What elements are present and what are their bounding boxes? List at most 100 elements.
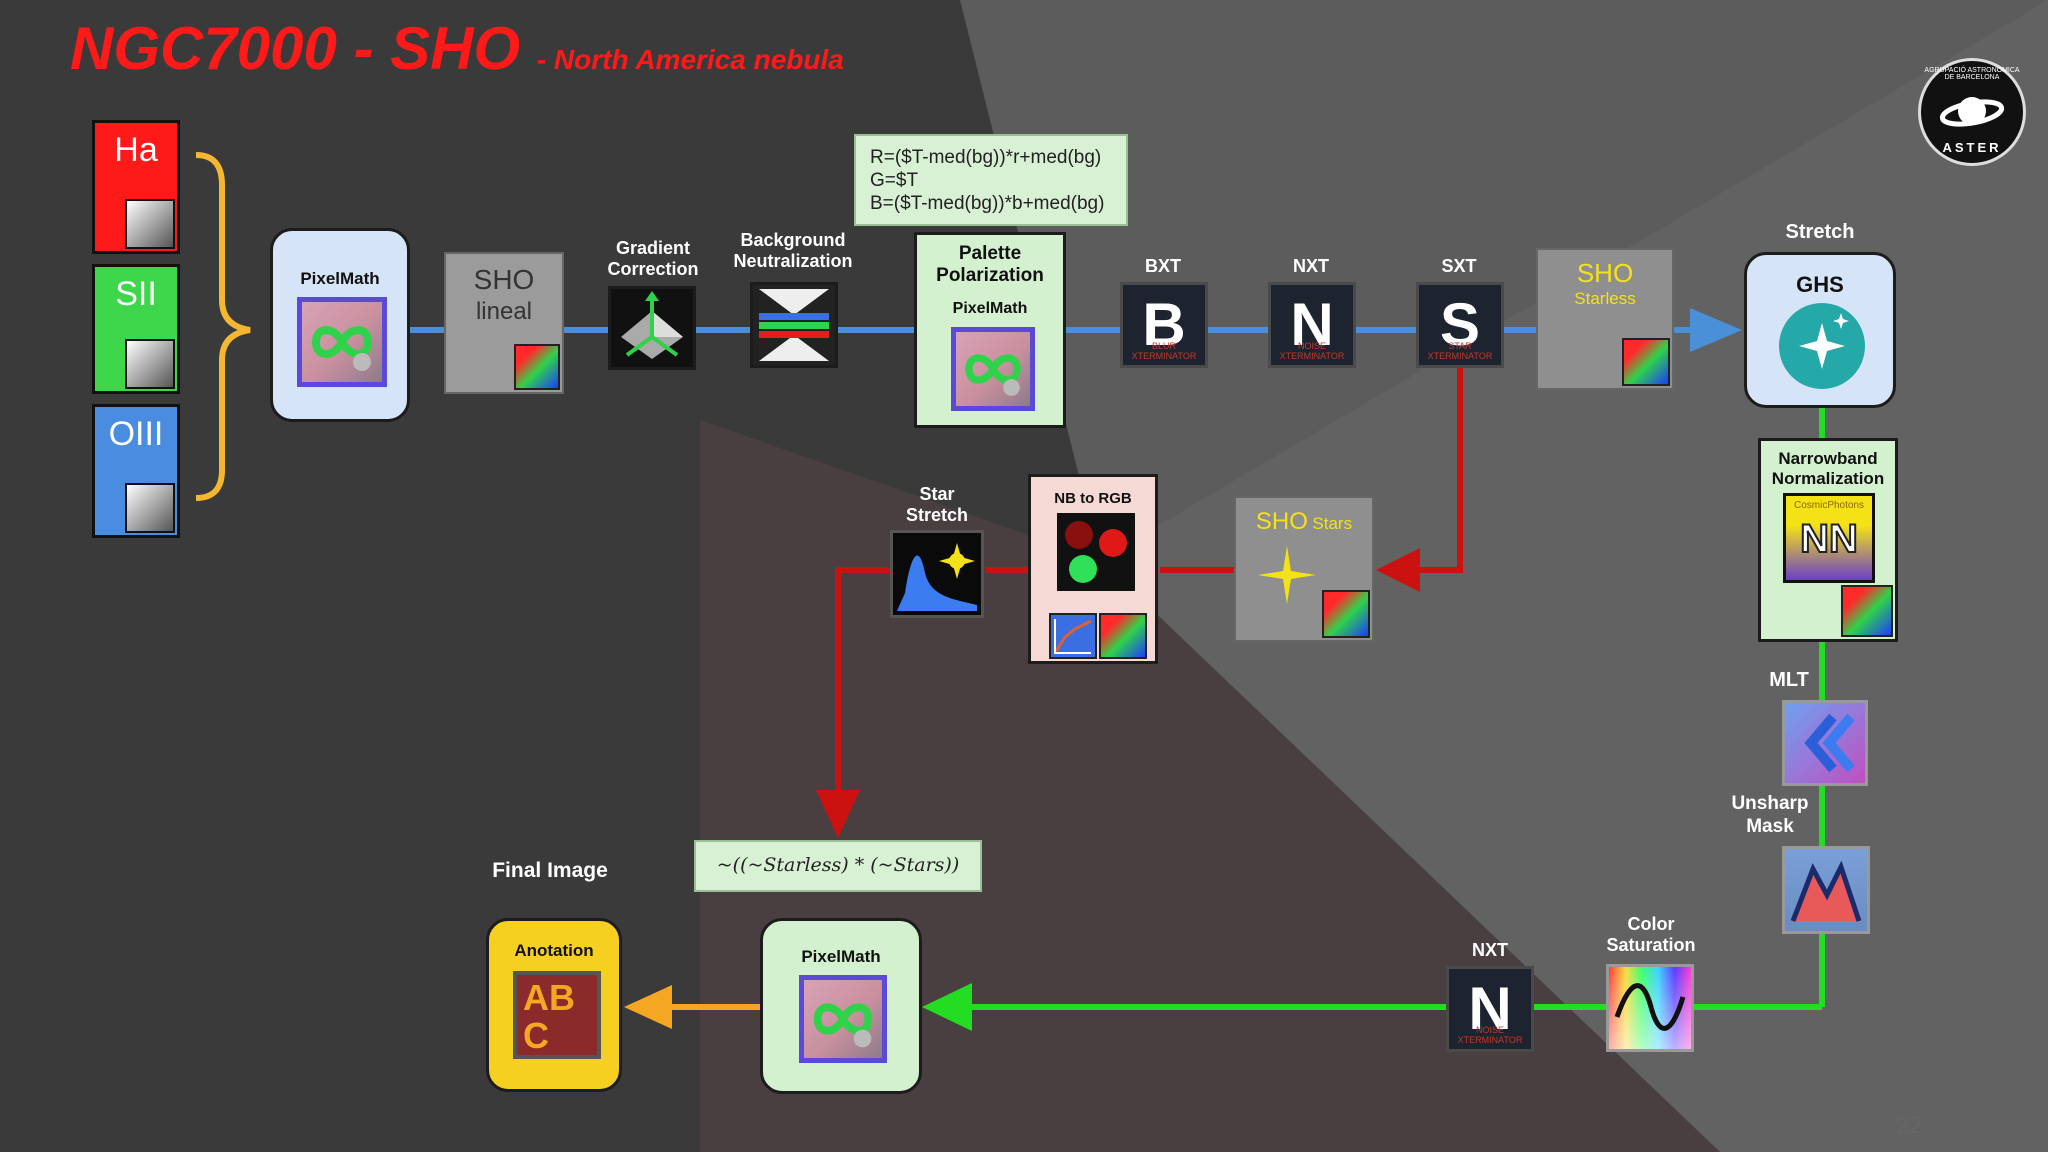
color-thumbnail <box>1322 590 1370 638</box>
sxt-label: SXT <box>1441 256 1477 276</box>
title-sub: - North America nebula <box>536 44 844 75</box>
blue-arrow-head <box>1690 308 1742 352</box>
channel-ha-thumbnail <box>125 199 175 249</box>
palette-polarization-node[interactable]: Palette Polarization PixelMath <box>914 232 1066 428</box>
nb-norm-line2: Normalization <box>1771 469 1885 488</box>
channel-ha-label: Ha <box>114 131 158 169</box>
stretch-label: Stretch <box>1785 221 1855 243</box>
ghs-label: GHS <box>1796 272 1844 297</box>
formula-r: R=($T-med(bg))*r+med(bg) <box>870 147 1102 168</box>
channel-oiii-thumbnail <box>125 483 175 533</box>
channel-ha: Ha <box>92 120 180 254</box>
palette-line2: Polarization <box>936 265 1044 286</box>
channel-sii-thumbnail <box>125 339 175 389</box>
green-arrow-head <box>922 983 972 1031</box>
sho-starless-line2: Starless <box>1574 289 1636 308</box>
anotation-icon: ABC <box>513 971 601 1059</box>
combine-formula: ~((~Starless) * (~Stars)) <box>694 840 982 892</box>
palette-formula: R=($T-med(bg))*r+med(bg) G=$T B=($T-med(… <box>854 134 1128 226</box>
channel-sii: SII <box>92 264 180 394</box>
bxt-glyph: B <box>1142 291 1186 358</box>
ghs-node[interactable]: GHS <box>1744 252 1896 408</box>
pixelmath-icon <box>799 975 887 1063</box>
nn-icon: CosmicPhotons NN <box>1783 493 1875 583</box>
sxt-glyph: S <box>1439 291 1481 358</box>
curves-icon <box>1049 613 1097 659</box>
unsharp-mask-icon[interactable] <box>1782 846 1870 934</box>
channel-oiii-label: OIII <box>108 415 164 453</box>
nxt-label: NXT <box>1293 256 1329 276</box>
logo-text: AGRUPACIÓ ASTRONÒMICA DE BARCELONA <box>1924 67 2020 81</box>
slide-title: NGC7000 - SHO - North America nebula <box>70 14 844 83</box>
pixelmath-1-label: PixelMath <box>300 269 380 288</box>
sho-lineal-node[interactable]: SHO lineal <box>444 252 564 394</box>
mlt-icon[interactable] <box>1782 700 1868 786</box>
color-thumbnail <box>1622 338 1670 386</box>
nxt2-icon[interactable]: N NOISE XTERMINATOR <box>1446 966 1534 1052</box>
red-arrow-head-2 <box>816 790 860 838</box>
color-thumbnail <box>1841 585 1893 637</box>
anotation-label: Anotation <box>514 941 594 960</box>
nn-badge: CosmicPhotons <box>1793 500 1865 511</box>
nxt2-label: NXT <box>1472 940 1508 960</box>
final-image-label: Final Image <box>492 859 608 882</box>
bxt-caption: BLUR XTERMINATOR <box>1131 341 1197 361</box>
color-thumbnail <box>514 344 560 390</box>
channel-brace <box>195 152 251 501</box>
red-flow-line <box>1400 368 1463 573</box>
star-stretch-icon[interactable] <box>890 530 984 618</box>
sho-starless-node[interactable]: SHO Starless <box>1536 248 1674 390</box>
anotation-glyph: ABC <box>523 977 575 1056</box>
nb-to-rgb-label: NB to RGB <box>1054 490 1132 507</box>
nxt-caption: NOISE XTERMINATOR <box>1279 341 1345 361</box>
color-thumbnail <box>1099 613 1147 659</box>
sho-stars-node[interactable]: SHO Stars <box>1234 496 1374 642</box>
narrowband-normalization-node[interactable]: Narrowband Normalization CosmicPhotons N… <box>1758 438 1898 642</box>
pixelmath-2-label: PixelMath <box>801 947 881 966</box>
red-arrow-head-1 <box>1376 548 1420 592</box>
sho-starless-line1: SHO <box>1576 258 1634 288</box>
sho-stars-line1: SHO <box>1255 508 1308 535</box>
formula-g: G=$T <box>870 170 919 191</box>
pixelmath-node-1[interactable]: PixelMath <box>270 228 410 422</box>
sxt-icon[interactable]: S STAR XTERMINATOR <box>1416 282 1504 368</box>
sho-lineal-line2: lineal <box>475 298 533 325</box>
nn-glyph: NN <box>1799 516 1859 562</box>
page-number: 22 <box>1896 1112 1923 1139</box>
formula-b: B=($T-med(bg))*b+med(bg) <box>870 193 1105 214</box>
color-saturation-icon[interactable] <box>1606 964 1694 1052</box>
channel-sii-label: SII <box>115 275 157 313</box>
star-icon <box>1258 546 1316 604</box>
pixelmath-icon <box>297 297 387 387</box>
background-neutralization-icon[interactable] <box>750 282 838 368</box>
palette-pixelmath-label: PixelMath <box>952 300 1028 317</box>
channel-oiii: OIII <box>92 404 180 538</box>
nxt2-glyph: N <box>1468 975 1512 1042</box>
pixelmath-icon <box>951 327 1035 411</box>
sho-lineal-line1: SHO <box>473 264 535 295</box>
anotation-node[interactable]: Anotation ABC <box>486 918 622 1092</box>
logo-name: ASTER <box>1942 140 2002 155</box>
bxt-label: BXT <box>1145 256 1181 276</box>
nxt-glyph: N <box>1290 291 1334 358</box>
nxt-icon[interactable]: N NOISE XTERMINATOR <box>1268 282 1356 368</box>
orange-arrow-head <box>624 985 672 1029</box>
pixelmath-node-2[interactable]: PixelMath <box>760 918 922 1094</box>
bxt-icon[interactable]: B BLUR XTERMINATOR <box>1120 282 1208 368</box>
ghs-star-icon <box>1779 303 1865 389</box>
gradient-correction-icon[interactable] <box>608 286 696 370</box>
sxt-caption: STAR XTERMINATOR <box>1427 341 1493 361</box>
nxt2-caption: NOISE XTERMINATOR <box>1457 1025 1523 1045</box>
mlt-label: MLT <box>1769 669 1809 691</box>
nb-to-rgb-node[interactable]: NB to RGB <box>1028 474 1158 664</box>
nb-norm-line1: Narrowband <box>1778 449 1878 468</box>
sho-stars-line2: Stars <box>1312 514 1353 533</box>
nb-to-rgb-icon <box>1057 513 1135 591</box>
aster-logo: AGRUPACIÓ ASTRONÒMICA DE BARCELONA ASTER <box>1918 58 2026 166</box>
